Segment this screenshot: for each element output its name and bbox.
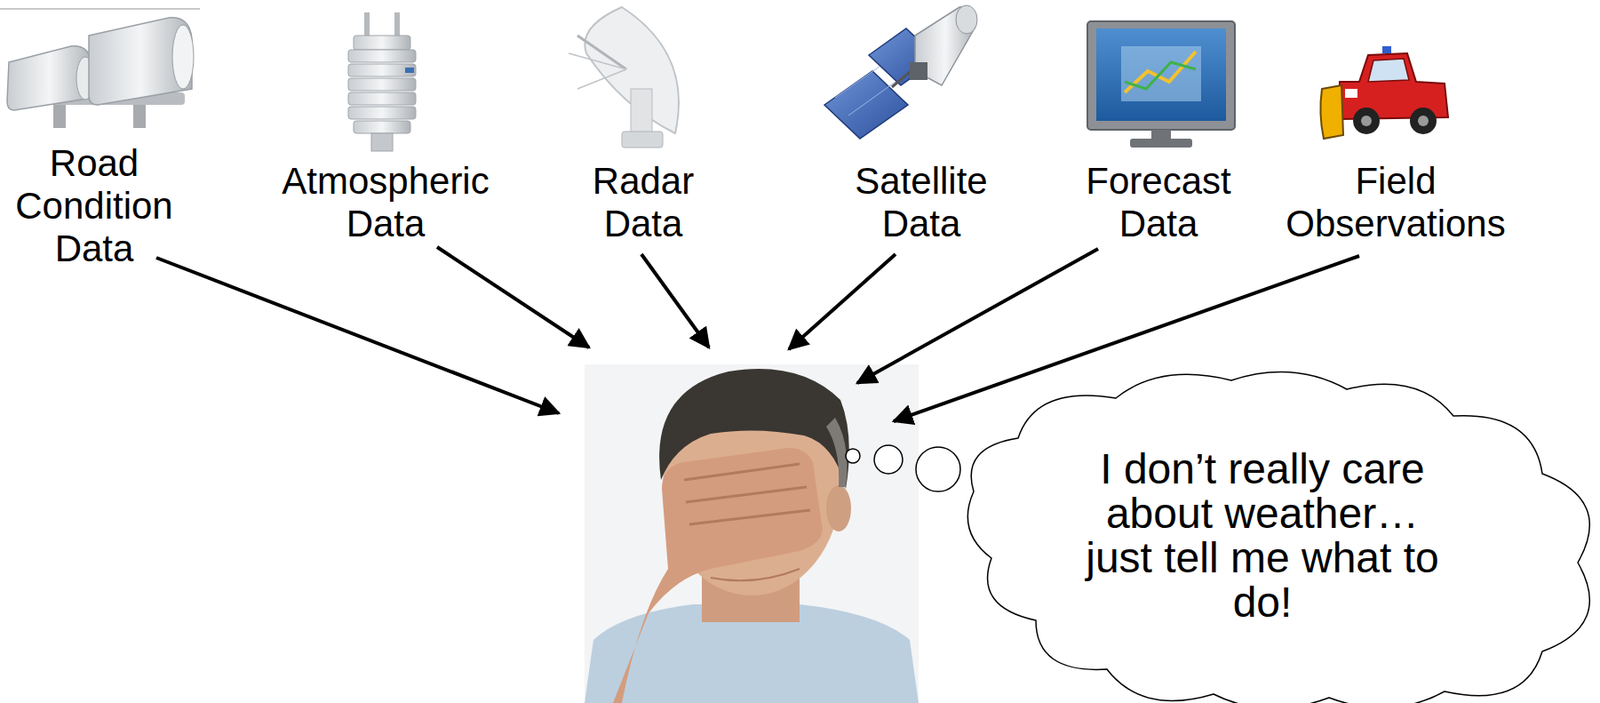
source-label: Atmospheric Data [270,159,502,246]
atmospheric-sensor-icon [348,12,416,152]
forecast-monitor-icon [1087,21,1235,148]
arrow [437,246,590,348]
source-label-text: Radar Data [592,159,694,245]
source-label: Road Condition Data [5,142,184,271]
thought-cloud: I don’t really care about weather…just t… [955,366,1600,703]
source-label-text: Field Observations [1285,159,1505,245]
arrow [788,254,896,350]
road-sensor-icon [7,17,194,128]
frustrated-person-photo [584,364,919,703]
source-label: Radar Data [585,159,701,246]
source-label: Satellite Data [841,159,1002,246]
radar-dish-icon [568,7,679,148]
satellite-icon [824,5,978,139]
source-label-text: Satellite Data [854,159,988,245]
plow-truck-icon [1320,46,1449,139]
source-label: Field Observations [1275,159,1516,246]
arrow [156,257,559,414]
source-label-text: Forecast Data [1085,159,1231,245]
thought-bubbles [845,445,961,492]
source-label: Forecast Data [1069,159,1248,246]
arrow [641,254,709,348]
thought-text: I don’t really care about weather…just t… [1084,446,1441,625]
source-label-text: Road Condition Data [15,142,173,270]
top-rule [0,7,200,10]
cloud-shape [967,372,1590,703]
source-label-text: Atmospheric Data [281,159,489,245]
